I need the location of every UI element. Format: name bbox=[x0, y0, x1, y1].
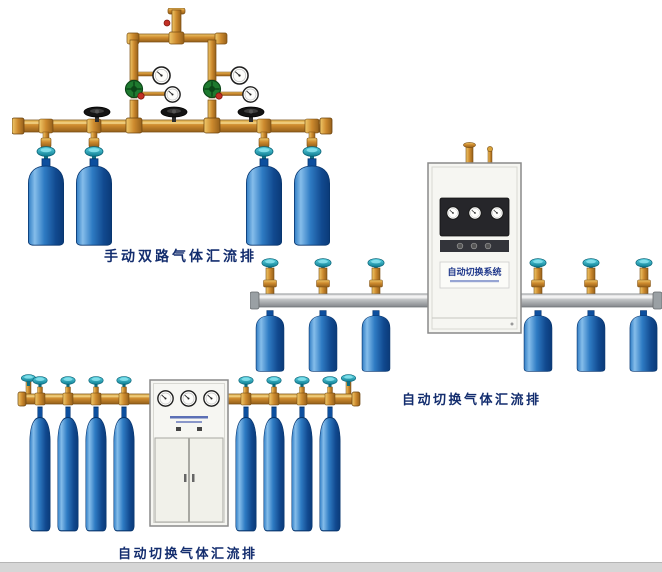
gas-cylinder bbox=[523, 310, 553, 372]
pressure-regulator bbox=[202, 79, 223, 100]
indicator-knob bbox=[470, 242, 478, 250]
cabinet-door-left bbox=[154, 437, 189, 523]
cabinet-lock bbox=[510, 322, 514, 326]
gas-cylinder bbox=[319, 406, 341, 532]
door-handle bbox=[192, 474, 195, 482]
auto-manifold-right-figure: 自动切换系统 bbox=[250, 142, 662, 372]
gas-cylinder bbox=[76, 158, 112, 246]
pressure-gauge bbox=[203, 390, 220, 407]
gas-cylinder bbox=[113, 406, 135, 532]
pressure-gauge bbox=[446, 206, 460, 220]
gas-cylinder bbox=[361, 310, 391, 372]
door-handle bbox=[184, 474, 187, 482]
pressure-gauge bbox=[242, 86, 259, 103]
cabinet-door-right bbox=[189, 437, 224, 523]
label-text-line bbox=[170, 416, 208, 419]
gas-cylinder bbox=[576, 310, 606, 372]
bottom-border-strip bbox=[0, 562, 662, 572]
gas-cylinder bbox=[308, 310, 338, 372]
gas-cylinder bbox=[235, 406, 257, 532]
name-plate bbox=[439, 261, 510, 289]
gas-cylinder bbox=[291, 406, 313, 532]
cylinder-drop-pipes bbox=[40, 131, 318, 151]
caption-auto-manifold-right: 自动切换气体汇流排 bbox=[402, 393, 542, 408]
cabinet-top-valves bbox=[463, 142, 493, 167]
panel-button bbox=[197, 427, 202, 431]
gas-cylinder bbox=[263, 406, 285, 532]
valve-cap bbox=[340, 374, 357, 386]
indicator-knob bbox=[456, 242, 464, 250]
indicator-knob bbox=[484, 242, 492, 250]
main-header-pipe bbox=[12, 117, 333, 135]
pressure-gauge bbox=[157, 390, 174, 407]
cylinder-valve-bodies bbox=[263, 267, 651, 297]
gas-cylinder bbox=[29, 406, 51, 532]
caption-auto-manifold-bottom: 自动切换气体汇流排 bbox=[118, 547, 258, 562]
panel-button bbox=[176, 427, 181, 431]
gas-cylinder bbox=[255, 310, 285, 372]
caption-manual-manifold: 手动双路气体汇流排 bbox=[104, 249, 257, 265]
name-plate-subtext-line bbox=[450, 280, 499, 283]
gas-cylinder bbox=[57, 406, 79, 532]
pressure-gauge bbox=[490, 206, 504, 220]
pressure-gauge bbox=[180, 390, 197, 407]
label-text-line bbox=[176, 421, 202, 423]
top-feed-pipes bbox=[126, 8, 247, 125]
cabinet-title-text: 自动切换系统 bbox=[447, 266, 501, 278]
pressure-gauge bbox=[230, 66, 249, 85]
manual-manifold-figure bbox=[12, 8, 333, 246]
pressure-regulator bbox=[124, 79, 145, 100]
control-cabinet: 自动切换系统 bbox=[427, 162, 522, 334]
pressure-gauge bbox=[152, 66, 171, 85]
pressure-gauge bbox=[468, 206, 482, 220]
auto-manifold-bottom-figure bbox=[17, 374, 361, 532]
red-valve-knob bbox=[163, 19, 171, 27]
brass-header-pipe bbox=[17, 391, 361, 407]
gas-cylinder bbox=[85, 406, 107, 532]
pressure-gauge bbox=[164, 86, 181, 103]
gas-cylinder bbox=[27, 158, 64, 246]
gas-cylinder bbox=[629, 310, 658, 372]
